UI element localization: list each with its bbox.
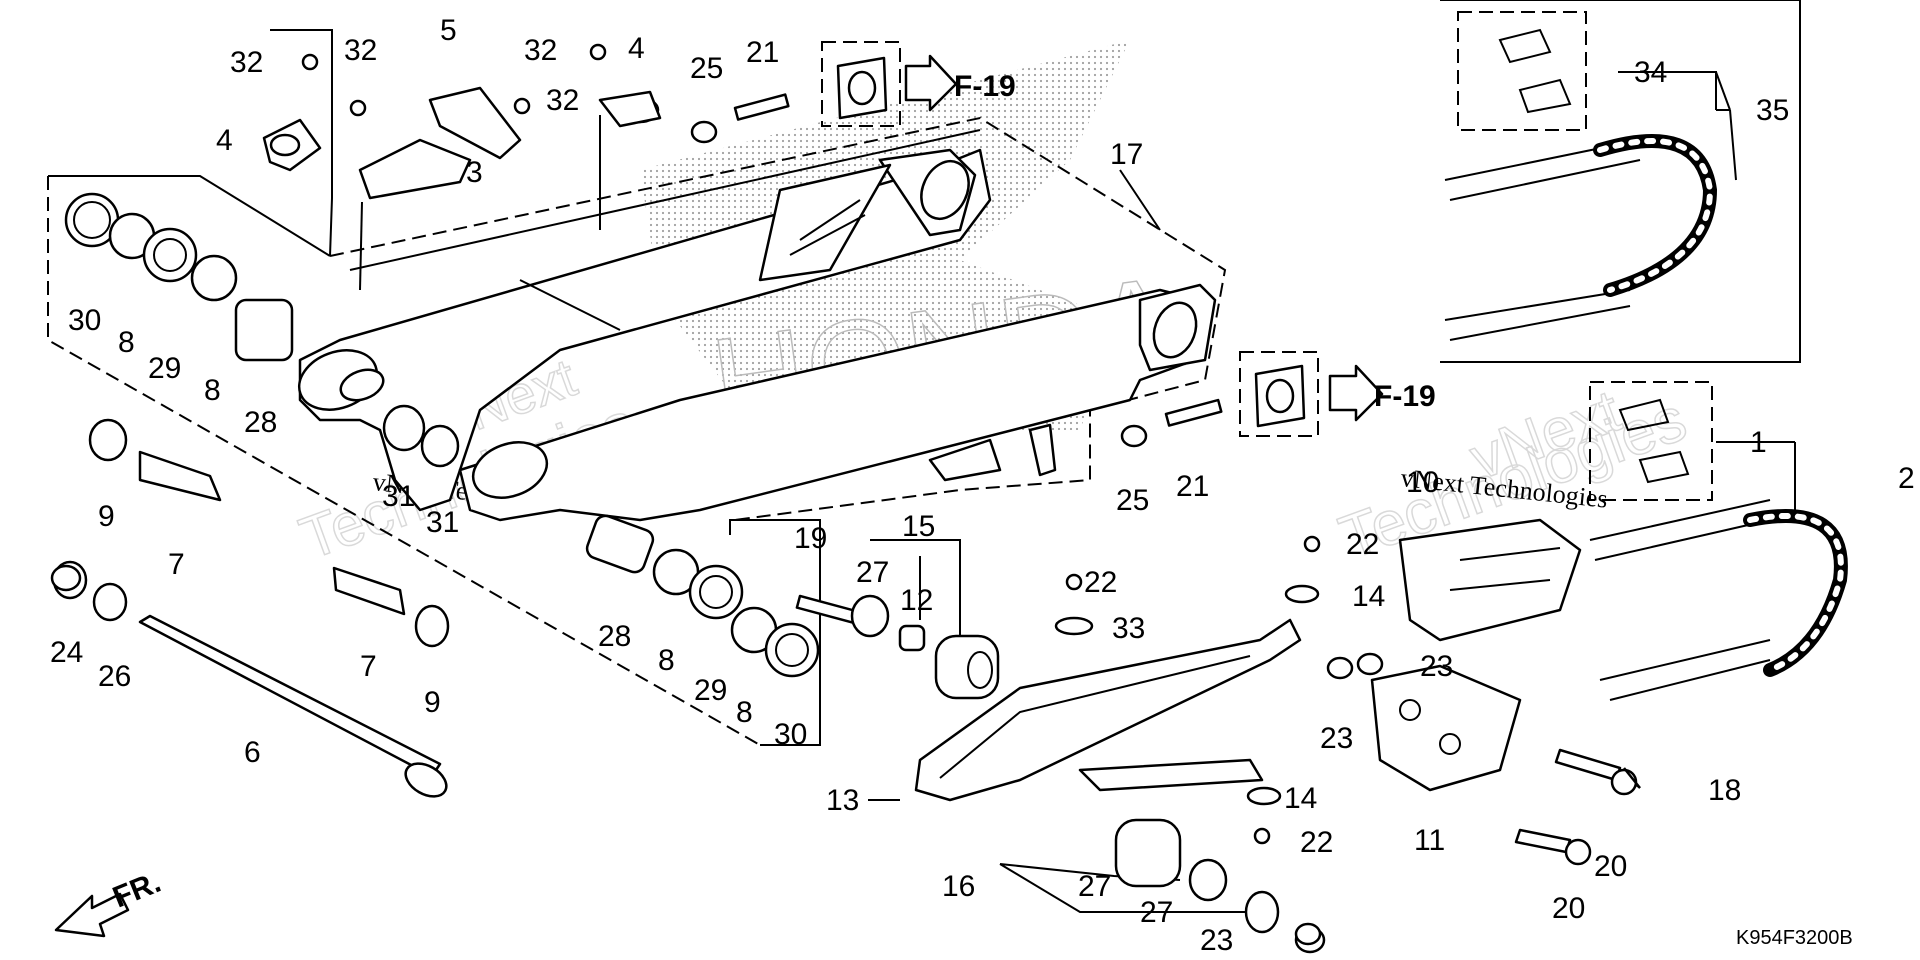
callout-32: 32 — [524, 34, 557, 67]
callout-6: 6 — [244, 736, 261, 769]
callout-4: 4 — [628, 32, 645, 65]
diagram-code: K954F3200B — [1736, 927, 1853, 949]
callout-26: 26 — [98, 660, 131, 693]
callout-20: 20 — [1594, 850, 1627, 883]
callout-23: 23 — [1200, 924, 1233, 957]
upper-clip-bracket — [270, 29, 333, 257]
callout-16: 16 — [942, 870, 975, 903]
callout-22: 22 — [1346, 528, 1379, 561]
callout-25: 25 — [690, 52, 723, 85]
callout-labels: 32 32 5 32 4 32 4 3 25 21 17 30 8 29 8 2… — [50, 14, 1915, 957]
callout-1: 1 — [1750, 426, 1767, 459]
callout-4: 4 — [216, 124, 233, 157]
callout-18: 18 — [1708, 774, 1741, 807]
chain-joint-box-2 — [1589, 381, 1713, 501]
chain-box-frame — [1440, 0, 1801, 363]
callout-23: 23 — [1420, 650, 1453, 683]
callout-13: 13 — [826, 784, 859, 817]
callout-10: 10 — [1406, 466, 1439, 499]
callout-21: 21 — [1176, 470, 1209, 503]
callout-33: 33 — [1112, 612, 1145, 645]
callout-9: 9 — [424, 686, 441, 719]
callout-25: 25 — [1116, 484, 1149, 517]
callout-22: 22 — [1084, 566, 1117, 599]
callout-11: 11 — [1414, 824, 1445, 857]
callout-32: 32 — [230, 46, 263, 79]
callout-22: 22 — [1300, 826, 1333, 859]
callout-29: 29 — [694, 674, 727, 707]
callout-28: 28 — [598, 620, 631, 653]
callout-8: 8 — [658, 644, 675, 677]
callout-14: 14 — [1284, 782, 1317, 815]
drive-chain-upper — [1444, 28, 1718, 341]
drive-chain-lower — [1589, 398, 1848, 701]
leader-lines — [359, 71, 1796, 913]
callout-5: 5 — [440, 14, 457, 47]
swingarm-assembly-boundary — [329, 116, 1227, 521]
svg-text:FR.: FR. — [108, 866, 165, 915]
callout-32: 32 — [344, 34, 377, 67]
callout-14: 14 — [1352, 580, 1385, 613]
callout-27: 27 — [1078, 870, 1111, 903]
swingarm-body — [297, 129, 1217, 522]
callout-31: 31 — [382, 480, 415, 513]
callout-12: 12 — [900, 584, 933, 617]
callout-30: 30 — [774, 718, 807, 751]
pivot-parts-bracket-top — [48, 175, 331, 257]
callout-9: 9 — [98, 500, 115, 533]
callout-23: 23 — [1320, 722, 1353, 755]
ref-f19-mid: F-19 — [1374, 380, 1436, 413]
front-direction-marker: FR. — [54, 866, 165, 938]
callout-21: 21 — [746, 36, 779, 69]
callout-7: 7 — [360, 650, 377, 683]
callout-32: 32 — [546, 84, 579, 117]
pivot-parts-bracket-right — [729, 519, 821, 746]
callout-31: 31 — [426, 506, 459, 539]
callout-30: 30 — [68, 304, 101, 337]
callout-17: 17 — [1110, 138, 1143, 171]
callout-8: 8 — [118, 326, 135, 359]
hardware-parts — [50, 41, 1641, 954]
callout-19: 19 — [794, 522, 827, 555]
callout-29: 29 — [148, 352, 181, 385]
callout-3: 3 — [466, 156, 483, 189]
chain-joint-box — [1457, 11, 1587, 131]
callout-20: 20 — [1552, 892, 1585, 925]
callout-7: 7 — [168, 548, 185, 581]
callout-34: 34 — [1634, 56, 1667, 89]
callout-35: 35 — [1756, 94, 1789, 127]
ref-f19-top: F-19 — [954, 70, 1016, 103]
callout-8: 8 — [736, 696, 753, 729]
callout-27: 27 — [1140, 896, 1173, 929]
callout-27: 27 — [856, 556, 889, 589]
callout-2: 2 — [1898, 462, 1915, 495]
callout-28: 28 — [244, 406, 277, 439]
callout-8: 8 — [204, 374, 221, 407]
callout-24: 24 — [50, 636, 83, 669]
callout-15: 15 — [902, 510, 935, 543]
